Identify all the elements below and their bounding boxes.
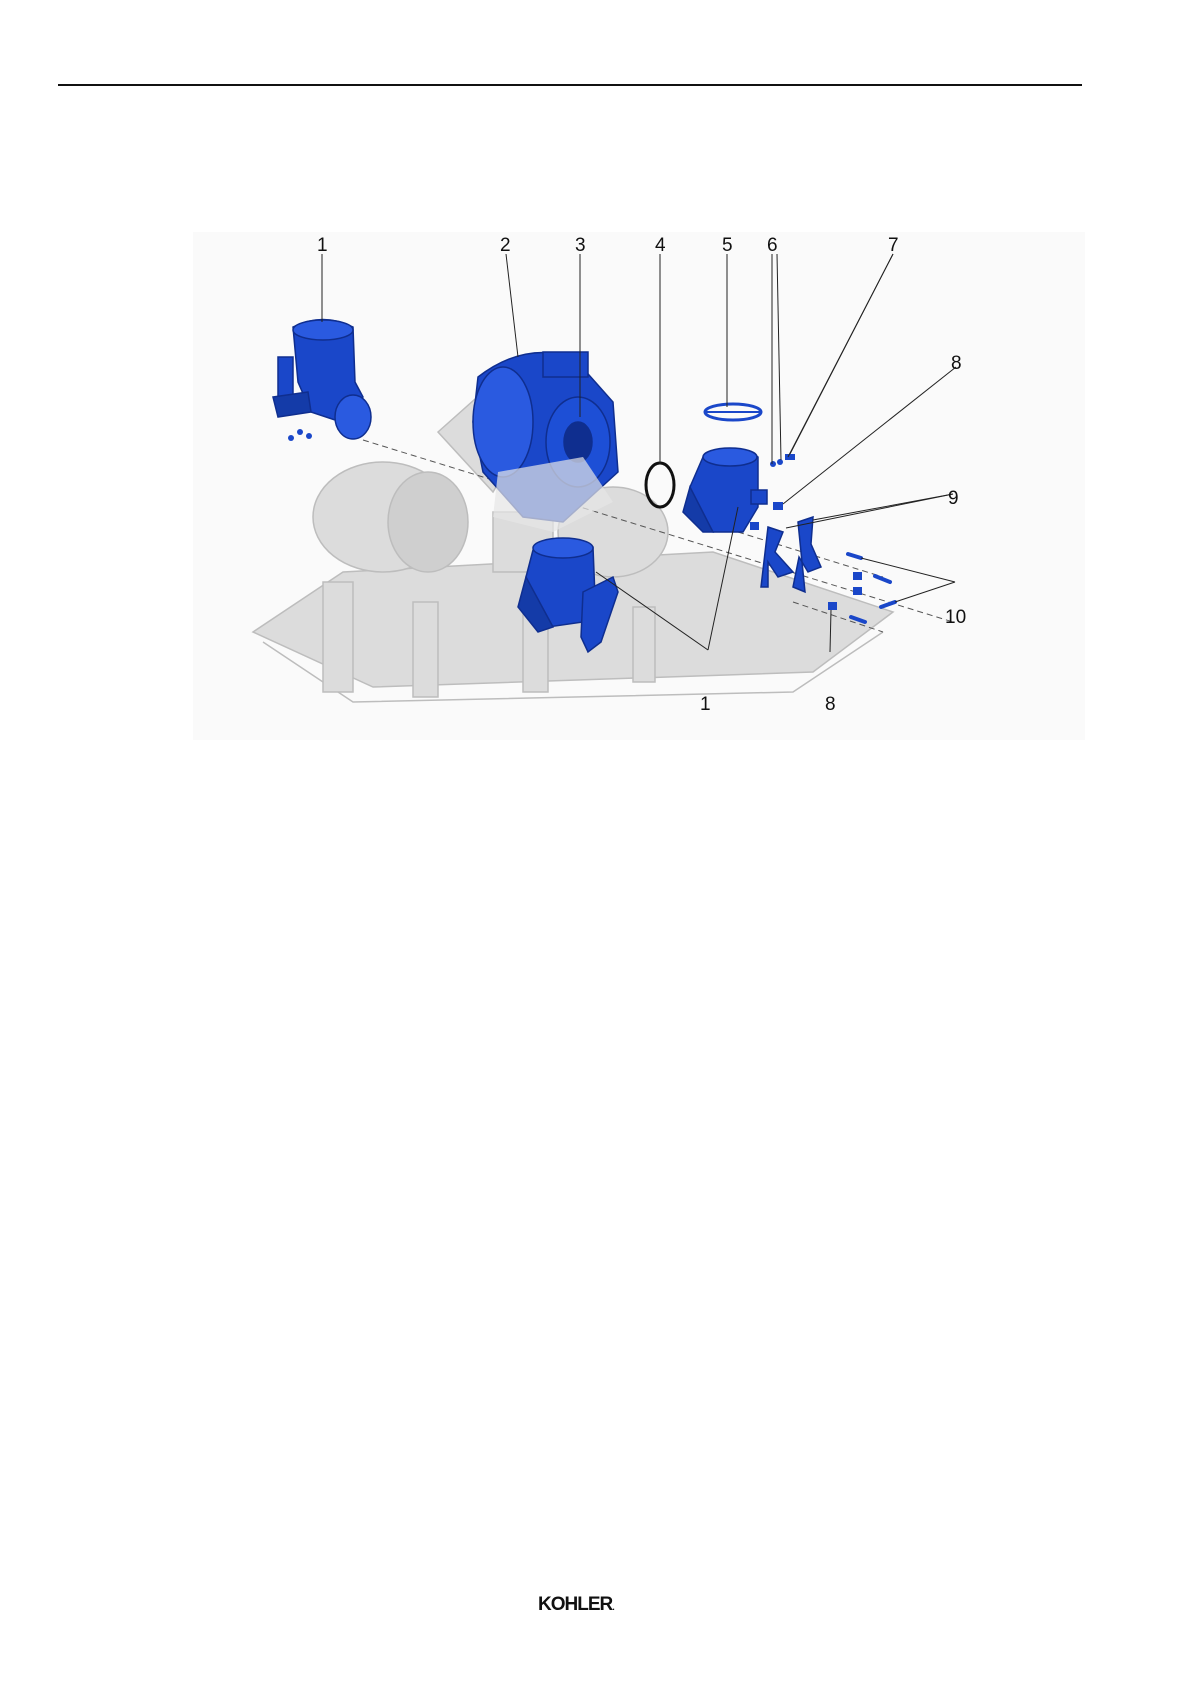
callout-1-upper: 1: [317, 235, 328, 256]
parts-6-7-fasteners: [770, 454, 795, 467]
callout-9: 9: [948, 488, 959, 509]
callout-8-upper: 8: [951, 353, 962, 374]
exploded-view-drawing: 1 2 3 4 5 6 7 8 9 10 1 8: [193, 232, 1085, 740]
callout-3: 3: [575, 235, 586, 256]
callout-7: 7: [888, 235, 899, 256]
callout-5: 5: [722, 235, 733, 256]
callout-2: 2: [500, 235, 511, 256]
part-1-fasteners: [288, 429, 312, 441]
callout-4: 4: [655, 235, 666, 256]
callout-1-lower: 1: [700, 694, 711, 715]
part-1-upper: [273, 320, 371, 440]
exploded-view-figure: 1 2 3 4 5 6 7 8 9 10 1 8: [193, 232, 1085, 740]
callout-10: 10: [945, 607, 966, 628]
part-4-oring: [646, 463, 674, 507]
callout-8-lower: 8: [825, 694, 836, 715]
kohler-logo-text: KOHLER: [538, 1594, 612, 1615]
kohler-logo: KOHLER.: [538, 1594, 615, 1616]
header-rule: [58, 84, 1082, 86]
kohler-logo-mark: .: [612, 1602, 615, 1612]
part-1-right-elbow: [683, 448, 767, 532]
callout-6: 6: [767, 235, 778, 256]
